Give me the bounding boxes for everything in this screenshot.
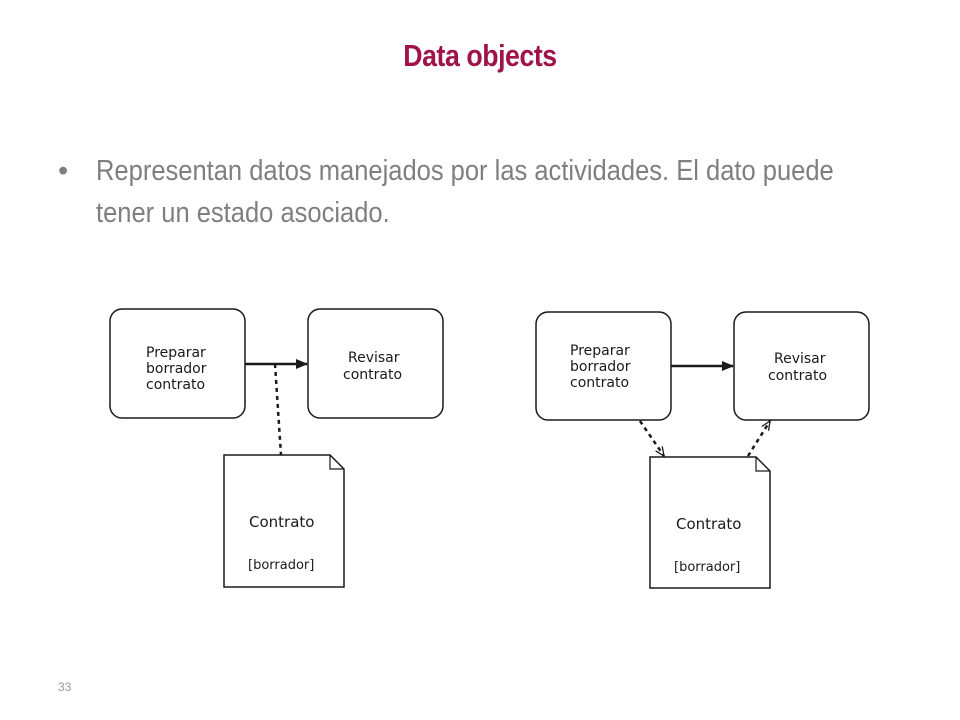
slide-title: Data objects (403, 38, 557, 73)
right-task-preparar-line1: Preparar (570, 343, 630, 359)
page-number: 33 (58, 680, 72, 694)
left-data-object-name: Contrato (249, 513, 314, 531)
bullet-icon: • (58, 155, 69, 187)
bullet-text: Representan datos manejados por las acti… (96, 155, 834, 229)
left-diagram: Preparar borrador contrato Revisar contr… (109, 308, 444, 588)
right-task-revisar-line2: contrato (768, 368, 827, 384)
left-data-object-state: [borrador] (248, 558, 314, 573)
right-input-association (746, 421, 772, 457)
left-task-preparar-line3: contrato (146, 377, 205, 393)
right-task-revisar: Revisar contrato (733, 311, 870, 421)
left-data-object-shape (223, 454, 345, 588)
right-data-object: Contrato [borrador] (649, 456, 771, 589)
left-association (273, 363, 283, 456)
right-data-object-name: Contrato (676, 515, 741, 533)
left-task-revisar-line1: Revisar (348, 350, 400, 366)
left-data-object: Contrato [borrador] (223, 454, 345, 588)
right-data-object-fold (755, 457, 770, 472)
right-task-preparar: Preparar borrador contrato (535, 311, 672, 421)
left-task-preparar-line2: borrador (146, 361, 207, 377)
left-task-revisar-box (307, 308, 444, 419)
right-data-object-state: [borrador] (674, 560, 740, 575)
right-task-preparar-line2: borrador (570, 359, 631, 375)
right-task-revisar-line1: Revisar (774, 351, 826, 367)
right-output-association (638, 420, 666, 456)
left-task-preparar-line1: Preparar (146, 345, 206, 361)
left-task-revisar: Revisar contrato (307, 308, 444, 419)
right-task-preparar-line3: contrato (570, 375, 629, 391)
left-task-revisar-line2: contrato (343, 367, 402, 383)
right-diagram: Preparar borrador contrato Revisar contr… (535, 311, 870, 589)
left-data-object-fold (329, 455, 344, 470)
right-task-revisar-box (733, 311, 870, 421)
right-data-object-shape (649, 456, 771, 589)
left-task-preparar: Preparar borrador contrato (109, 308, 246, 419)
